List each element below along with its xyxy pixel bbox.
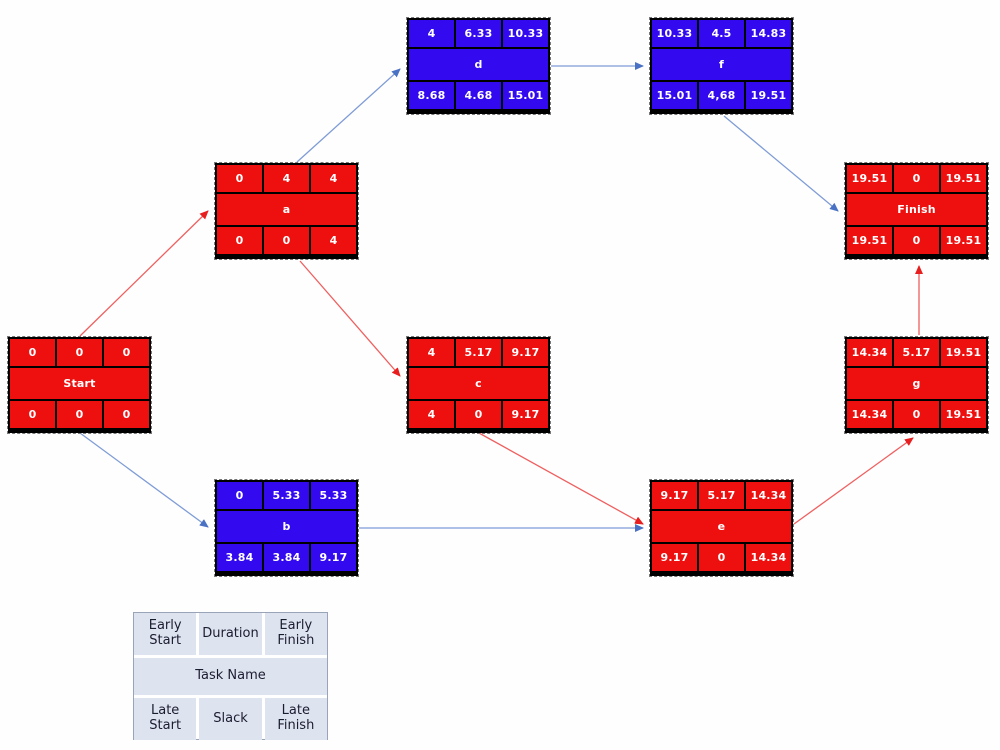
early-finish-cell: 5.33 bbox=[311, 482, 356, 509]
early-finish-cell: 9.17 bbox=[503, 339, 548, 366]
late-finish-cell: 19.51 bbox=[941, 227, 986, 254]
early-finish-cell: 14.83 bbox=[746, 20, 791, 47]
early-start-cell: 9.17 bbox=[652, 482, 697, 509]
early-finish-cell: 14.34 bbox=[746, 482, 791, 509]
legend-duration: Duration bbox=[199, 613, 262, 655]
edge-start-to-b bbox=[79, 432, 209, 528]
slack-cell: 4,68 bbox=[699, 82, 744, 109]
duration-cell: 0 bbox=[57, 339, 102, 366]
early-finish-cell: 4 bbox=[311, 165, 356, 192]
late-finish-cell: 9.17 bbox=[503, 401, 548, 428]
slack-cell: 0 bbox=[894, 227, 939, 254]
slack-cell: 0 bbox=[264, 227, 309, 254]
legend-late-start: Late Start bbox=[134, 698, 197, 740]
task-node-finish[interactable]: 19.51 0 19.51 Finish 19.51 0 19.51 bbox=[844, 162, 989, 260]
early-start-cell: 0 bbox=[10, 339, 55, 366]
task-node-b[interactable]: 0 5.33 5.33 b 3.84 3.84 9.17 bbox=[214, 479, 359, 577]
task-name-cell: g bbox=[847, 368, 986, 399]
legend-late-finish: Late Finish bbox=[264, 698, 327, 740]
late-start-cell: 15.01 bbox=[652, 82, 697, 109]
late-start-cell: 19.51 bbox=[847, 227, 892, 254]
duration-cell: 4 bbox=[264, 165, 309, 192]
duration-cell: 6.33 bbox=[456, 20, 501, 47]
legend-task-name: Task Name bbox=[134, 658, 327, 695]
task-node-g[interactable]: 14.34 5.17 19.51 g 14.34 0 19.51 bbox=[844, 336, 989, 434]
early-start-cell: 0 bbox=[217, 165, 262, 192]
early-finish-cell: 10.33 bbox=[503, 20, 548, 47]
task-name-cell: d bbox=[409, 49, 548, 80]
task-name-cell: Finish bbox=[847, 194, 986, 225]
late-finish-cell: 4 bbox=[311, 227, 356, 254]
late-start-cell: 9.17 bbox=[652, 544, 697, 571]
slack-cell: 0 bbox=[894, 401, 939, 428]
task-name-cell: a bbox=[217, 194, 356, 225]
late-finish-cell: 0 bbox=[104, 401, 149, 428]
slack-cell: 0 bbox=[456, 401, 501, 428]
early-start-cell: 4 bbox=[409, 20, 454, 47]
legend-early-finish: Early Finish bbox=[264, 613, 327, 655]
edge-c-to-e bbox=[478, 432, 644, 525]
task-name-cell: e bbox=[652, 511, 791, 542]
legend-early-start: Early Start bbox=[134, 613, 197, 655]
early-start-cell: 0 bbox=[217, 482, 262, 509]
slack-cell: 3.84 bbox=[264, 544, 309, 571]
task-node-e[interactable]: 9.17 5.17 14.34 e 9.17 0 14.34 bbox=[649, 479, 794, 577]
late-finish-cell: 14.34 bbox=[746, 544, 791, 571]
edge-start-to-a bbox=[79, 210, 209, 337]
late-start-cell: 0 bbox=[10, 401, 55, 428]
late-start-cell: 3.84 bbox=[217, 544, 262, 571]
late-start-cell: 4 bbox=[409, 401, 454, 428]
task-name-cell: f bbox=[652, 49, 791, 80]
legend-slack: Slack bbox=[199, 698, 262, 740]
duration-cell: 5.17 bbox=[894, 339, 939, 366]
slack-cell: 4.68 bbox=[456, 82, 501, 109]
task-node-d[interactable]: 4 6.33 10.33 d 8.68 4.68 15.01 bbox=[406, 17, 551, 115]
slack-cell: 0 bbox=[699, 544, 744, 571]
slack-cell: 0 bbox=[57, 401, 102, 428]
late-start-cell: 8.68 bbox=[409, 82, 454, 109]
late-finish-cell: 9.17 bbox=[311, 544, 356, 571]
early-start-cell: 19.51 bbox=[847, 165, 892, 192]
task-node-c[interactable]: 4 5.17 9.17 c 4 0 9.17 bbox=[406, 336, 551, 434]
task-node-a[interactable]: 0 4 4 a 0 0 4 bbox=[214, 162, 359, 260]
late-start-cell: 0 bbox=[217, 227, 262, 254]
edge-f-to-finish bbox=[723, 115, 839, 212]
task-name-cell: Start bbox=[10, 368, 149, 399]
early-finish-cell: 19.51 bbox=[941, 165, 986, 192]
edge-a-to-c bbox=[299, 260, 401, 377]
edge-e-to-g bbox=[793, 437, 914, 525]
early-finish-cell: 0 bbox=[104, 339, 149, 366]
duration-cell: 0 bbox=[894, 165, 939, 192]
task-name-cell: c bbox=[409, 368, 548, 399]
late-finish-cell: 19.51 bbox=[746, 82, 791, 109]
task-node-start[interactable]: 0 0 0 Start 0 0 0 bbox=[7, 336, 152, 434]
early-start-cell: 10.33 bbox=[652, 20, 697, 47]
duration-cell: 5.17 bbox=[456, 339, 501, 366]
duration-cell: 5.33 bbox=[264, 482, 309, 509]
early-start-cell: 4 bbox=[409, 339, 454, 366]
early-start-cell: 14.34 bbox=[847, 339, 892, 366]
late-finish-cell: 19.51 bbox=[941, 401, 986, 428]
late-start-cell: 14.34 bbox=[847, 401, 892, 428]
legend-key: Early Start Duration Early Finish Task N… bbox=[133, 612, 328, 740]
task-name-cell: b bbox=[217, 511, 356, 542]
task-node-f[interactable]: 10.33 4.5 14.83 f 15.01 4,68 19.51 bbox=[649, 17, 794, 115]
late-finish-cell: 15.01 bbox=[503, 82, 548, 109]
duration-cell: 4.5 bbox=[699, 20, 744, 47]
edge-a-to-d bbox=[296, 68, 401, 163]
early-finish-cell: 19.51 bbox=[941, 339, 986, 366]
duration-cell: 5.17 bbox=[699, 482, 744, 509]
